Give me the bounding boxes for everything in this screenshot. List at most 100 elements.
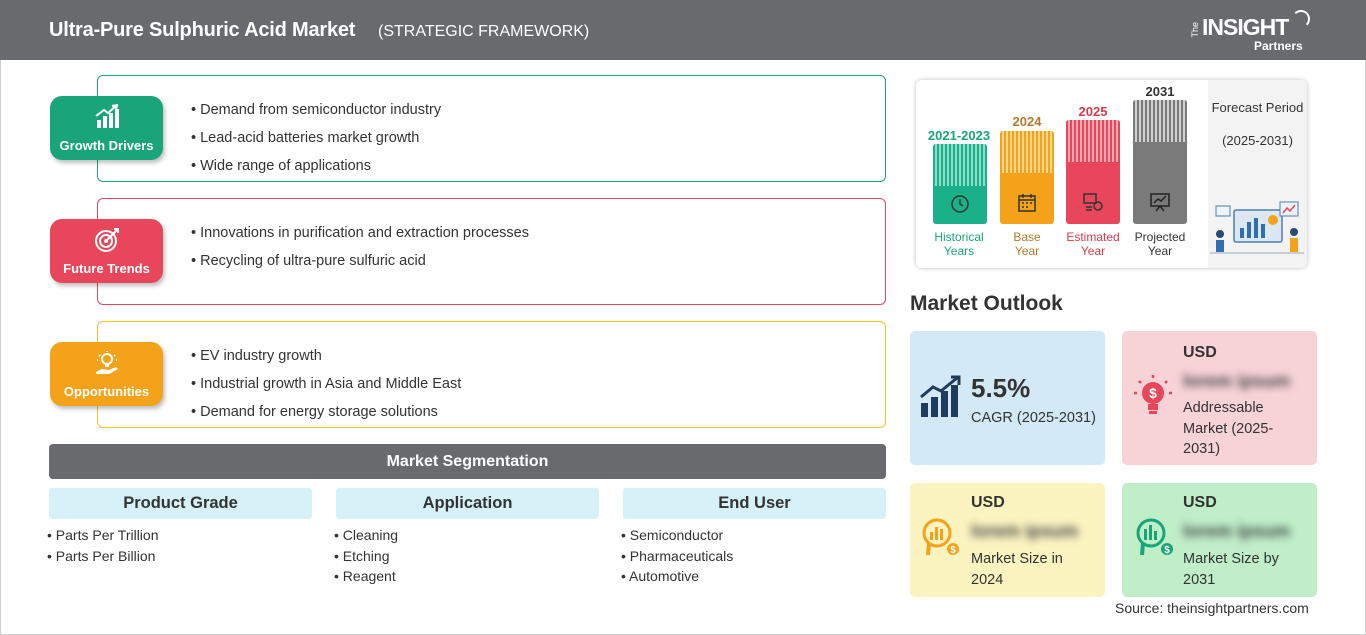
addressable-market-card: $ USD lorem ipsum Addressable Market (20… bbox=[1122, 331, 1317, 465]
list-item: Innovations in purification and extracti… bbox=[191, 219, 529, 247]
label-line: Year bbox=[1014, 244, 1040, 258]
segment-end-user-list: Semiconductor Pharmaceuticals Automotive bbox=[621, 525, 733, 587]
cagr-label: CAGR (2025-2031) bbox=[971, 410, 1096, 426]
growth-drivers-badge: Growth Drivers bbox=[50, 96, 163, 160]
analytics-team-illustration-icon bbox=[1210, 201, 1304, 254]
addressable-market-currency: USD bbox=[1183, 344, 1217, 361]
label-line: Projected bbox=[1134, 230, 1186, 244]
rising-bars-icon bbox=[920, 375, 961, 417]
svg-text:$: $ bbox=[1149, 385, 1157, 401]
lightbulb-dollar-icon: $ bbox=[1134, 375, 1172, 414]
svg-text:$: $ bbox=[1164, 545, 1170, 556]
cagr-value: 5.5% bbox=[971, 373, 1031, 403]
opportunities-label: Opportunities bbox=[63, 384, 150, 399]
segment-end-user-header: End User bbox=[623, 488, 886, 519]
label-line: Years bbox=[943, 244, 975, 258]
timeline-bar-base bbox=[1000, 131, 1054, 224]
calendar-icon bbox=[1018, 194, 1036, 212]
source-credit[interactable]: Source: theinsightpartners.com bbox=[1115, 600, 1309, 616]
bar-stripes bbox=[1133, 100, 1187, 142]
opportunities-box: EV industry growth Industrial growth in … bbox=[97, 321, 886, 428]
list-item: Lead-acid batteries market growth bbox=[191, 124, 441, 152]
list-item: Industrial growth in Asia and Middle Eas… bbox=[191, 370, 461, 398]
future-trends-badge: Future Trends bbox=[50, 219, 163, 283]
timeline-bar-projected bbox=[1133, 100, 1187, 224]
list-item: Etching bbox=[334, 546, 398, 567]
list-item: Parts Per Billion bbox=[47, 546, 159, 567]
segment-product-grade-header: Product Grade bbox=[49, 488, 312, 519]
bar-stripes bbox=[1000, 131, 1054, 173]
timeline-year-estimated: 2025 bbox=[1078, 104, 1108, 119]
timeline-year-projected: 2031 bbox=[1145, 84, 1175, 99]
list-item: Pharmaceuticals bbox=[621, 546, 734, 567]
segment-application-header: Application bbox=[336, 488, 599, 519]
insight-partners-logo[interactable]: The INSIGHT Partners bbox=[1188, 10, 1318, 54]
cagr-card: 5.5% CAGR (2025-2031) bbox=[910, 331, 1105, 465]
market-size-2024-card: $ USD lorem ipsum Market Size in 2024 bbox=[910, 483, 1105, 597]
opportunities-list: EV industry growth Industrial growth in … bbox=[191, 342, 461, 426]
market-size-2024-value: lorem ipsum bbox=[971, 521, 1079, 541]
list-item: Reagent bbox=[334, 566, 398, 587]
page-title: Ultra-Pure Sulphuric Acid Market bbox=[49, 19, 356, 41]
forecast-period-range: (2025-2031) bbox=[1222, 133, 1293, 148]
timeline-year-historical: 2021-2023 bbox=[927, 128, 991, 143]
logo-the: The bbox=[1190, 22, 1200, 38]
presentation-icon bbox=[1150, 193, 1170, 212]
market-size-2024-currency: USD bbox=[971, 494, 1005, 511]
opportunities-badge: Opportunities bbox=[50, 342, 163, 406]
list-item: Demand from semiconductor industry bbox=[191, 96, 441, 124]
svg-text:$: $ bbox=[950, 545, 956, 556]
growth-chart-icon bbox=[95, 104, 119, 128]
logo-arc-icon bbox=[1292, 10, 1310, 28]
future-trends-box: Innovations in purification and extracti… bbox=[97, 198, 886, 305]
page-subtitle: (STRATEGIC FRAMEWORK) bbox=[378, 23, 590, 40]
market-size-2031-value: lorem ipsum bbox=[1183, 521, 1291, 541]
header-bar: Ultra-Pure Sulphuric Acid Market (STRATE… bbox=[0, 0, 1366, 60]
market-size-2031-currency: USD bbox=[1183, 494, 1217, 511]
label-line: Base bbox=[1013, 230, 1041, 244]
list-item: Automotive bbox=[621, 566, 733, 587]
label-line: Year bbox=[1147, 244, 1173, 258]
future-trends-label: Future Trends bbox=[63, 261, 150, 276]
estimate-icon bbox=[1083, 193, 1103, 211]
magnifier-bars-icon: $ bbox=[1136, 518, 1173, 556]
addressable-market-label: Addressable Market (2025-2031) bbox=[1183, 400, 1274, 457]
market-segmentation-header: Market Segmentation bbox=[49, 444, 886, 479]
market-outlook-title: Market Outlook bbox=[910, 292, 1063, 315]
list-item: Parts Per Trillion bbox=[47, 525, 159, 546]
idea-hand-icon bbox=[96, 351, 118, 374]
growth-drivers-list: Demand from semiconductor industry Lead-… bbox=[191, 96, 441, 180]
forecast-period-title: Forecast Period bbox=[1211, 100, 1304, 115]
list-item: Recycling of ultra-pure sulfuric acid bbox=[191, 247, 529, 275]
segment-product-grade-list: Parts Per Trillion Parts Per Billion bbox=[47, 525, 159, 566]
market-size-2031-label: Market Size by 2031 bbox=[1183, 551, 1279, 588]
history-icon bbox=[951, 195, 969, 213]
timeline-bar-historical bbox=[933, 144, 987, 224]
timeline-bar-estimated bbox=[1066, 120, 1120, 224]
growth-drivers-box: Demand from semiconductor industry Lead-… bbox=[97, 75, 886, 182]
market-size-2024-label: Market Size in 2024 bbox=[971, 551, 1063, 588]
forecast-period-panel: Forecast Period (2025-2031) bbox=[1208, 80, 1307, 268]
addressable-market-value: lorem ipsum bbox=[1183, 371, 1291, 391]
timeline-year-base: 2024 bbox=[1012, 114, 1042, 129]
growth-drivers-label: Growth Drivers bbox=[59, 138, 154, 153]
future-trends-list: Innovations in purification and extracti… bbox=[191, 219, 529, 275]
logo-partners: Partners bbox=[1254, 39, 1303, 53]
list-item: EV industry growth bbox=[191, 342, 461, 370]
list-item: Cleaning bbox=[334, 525, 398, 546]
target-icon bbox=[95, 228, 119, 252]
bar-stripes bbox=[1066, 120, 1120, 162]
label-line: Estimated bbox=[1066, 230, 1120, 244]
label-line: Year bbox=[1080, 244, 1106, 258]
list-item: Semiconductor bbox=[621, 525, 733, 546]
label-line: Historical bbox=[934, 230, 984, 244]
list-item: Demand for energy storage solutions bbox=[191, 398, 461, 426]
bar-stripes bbox=[933, 144, 987, 186]
list-item: Wide range of applications bbox=[191, 152, 441, 180]
segment-application-list: Cleaning Etching Reagent bbox=[334, 525, 398, 587]
market-size-2031-card: $ USD lorem ipsum Market Size by 2031 bbox=[1122, 483, 1317, 597]
